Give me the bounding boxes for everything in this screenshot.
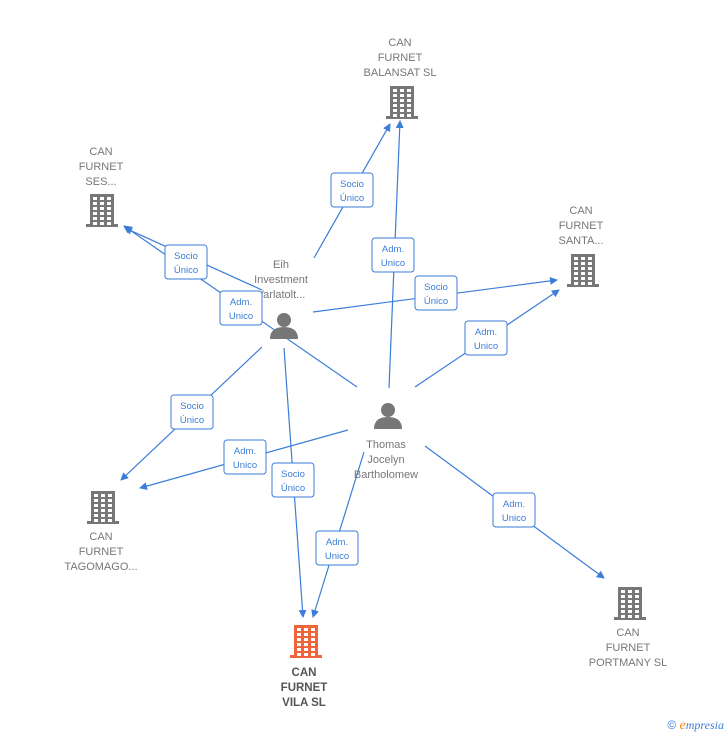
node-label-line: SES...: [85, 176, 116, 188]
node-label-line: CAN: [89, 146, 112, 158]
edge-label-line: Unico: [229, 311, 253, 322]
edge-label-thomas-to-vila[interactable]: Adm. Unico: [315, 530, 359, 566]
building-icon: [386, 86, 418, 119]
edge-label-line: Socio: [424, 282, 448, 293]
person-icon: [374, 403, 402, 429]
edge-label-line: Unico: [474, 341, 498, 352]
node-label-line: CAN: [388, 37, 411, 49]
building-icon: [87, 491, 119, 524]
node-label-line: Thomas: [366, 439, 406, 451]
edge-label-thomas-to-ses[interactable]: Adm. Unico: [219, 290, 263, 326]
edge-label-thomas-to-tagomago[interactable]: Adm. Unico: [223, 439, 267, 475]
node-label-line: Jocelyn: [367, 454, 404, 466]
node-label-line: VILA SL: [282, 697, 326, 709]
building-icon: [614, 587, 646, 620]
edge-label-line: Único: [180, 415, 204, 426]
node-label-line: Eih: [273, 259, 289, 271]
node-label-line: Bartholomew: [354, 469, 418, 481]
node-label-line: FURNET: [378, 52, 423, 64]
brand-initial: e: [679, 718, 686, 733]
edge-label-line: Adm.: [326, 537, 348, 548]
edge-label-thomas-to-balansat[interactable]: Adm. Unico: [371, 237, 415, 273]
edge-labels-layer: SocioÚnicoAdm.UnicoSocioÚnicoAdm.UnicoSo…: [164, 172, 536, 566]
edge-label-line: Único: [281, 483, 305, 494]
building-icon: [567, 254, 599, 287]
node-label-line: FURNET: [79, 161, 124, 173]
node-label-line: FURNET: [606, 642, 651, 654]
node-label-line: Varlatolt...: [257, 289, 306, 301]
node-label-line: CAN: [616, 627, 639, 639]
node-label-line: CAN: [292, 667, 317, 679]
footer-credit: © empresia: [667, 718, 724, 734]
node-tagomago[interactable]: CAN FURNET TAGOMAGO...: [64, 491, 138, 573]
node-label-line: SANTA...: [558, 235, 603, 247]
edge-label-line: Único: [340, 193, 364, 204]
person-icon: [270, 313, 298, 339]
edge-label-line: Único: [174, 265, 198, 276]
edge-label-line: Adm.: [475, 327, 497, 338]
building-icon: [86, 194, 118, 227]
edge-label-line: Unico: [502, 513, 526, 524]
edge-label-line: Socio: [180, 401, 204, 412]
copyright-symbol: ©: [667, 718, 677, 732]
node-label-line: BALANSAT SL: [364, 67, 437, 79]
edge-label-line: Adm.: [234, 446, 256, 457]
edge-label-thomas-to-santa[interactable]: Adm. Unico: [464, 320, 508, 356]
edge-label-line: Unico: [233, 460, 257, 471]
edge-label-line: Socio: [281, 469, 305, 480]
node-label-line: FURNET: [281, 682, 328, 694]
edge-label-line: Adm.: [230, 297, 252, 308]
edge-label-line: Adm.: [503, 499, 525, 510]
node-label-line: TAGOMAGO...: [64, 561, 137, 573]
edge-label-line: Socio: [340, 179, 364, 190]
edge-label-thomas-to-portmany[interactable]: Adm. Unico: [492, 492, 536, 528]
edge-label-line: Adm.: [382, 244, 404, 255]
node-label-line: Investment: [254, 274, 308, 286]
building-icon: [290, 625, 322, 658]
node-ses[interactable]: CAN FURNET SES...: [79, 146, 124, 227]
edge-label-line: Socio: [174, 251, 198, 262]
node-label-line: CAN: [89, 531, 112, 543]
brand-name: mpresia: [685, 718, 724, 732]
node-label-line: FURNET: [79, 546, 124, 558]
node-label-line: PORTMANY SL: [589, 657, 667, 669]
node-label-line: FURNET: [559, 220, 604, 232]
node-santa[interactable]: CAN FURNET SANTA...: [558, 205, 604, 287]
edge-label-line: Unico: [325, 551, 349, 562]
node-vila[interactable]: CAN FURNET VILA SL: [281, 625, 328, 709]
edge-label-line: Unico: [381, 258, 405, 269]
nodes-layer: CAN FURNET BALANSAT SL CAN FURNET SES... CAN FU…: [64, 37, 667, 709]
node-portmany[interactable]: CAN FURNET PORTMANY SL: [589, 587, 667, 669]
node-eih[interactable]: EihInvestmentVarlatolt...: [254, 259, 308, 339]
node-balansat[interactable]: CAN FURNET BALANSAT SL: [364, 37, 437, 119]
edge-label-line: Único: [424, 296, 448, 307]
node-label-line: CAN: [569, 205, 592, 217]
